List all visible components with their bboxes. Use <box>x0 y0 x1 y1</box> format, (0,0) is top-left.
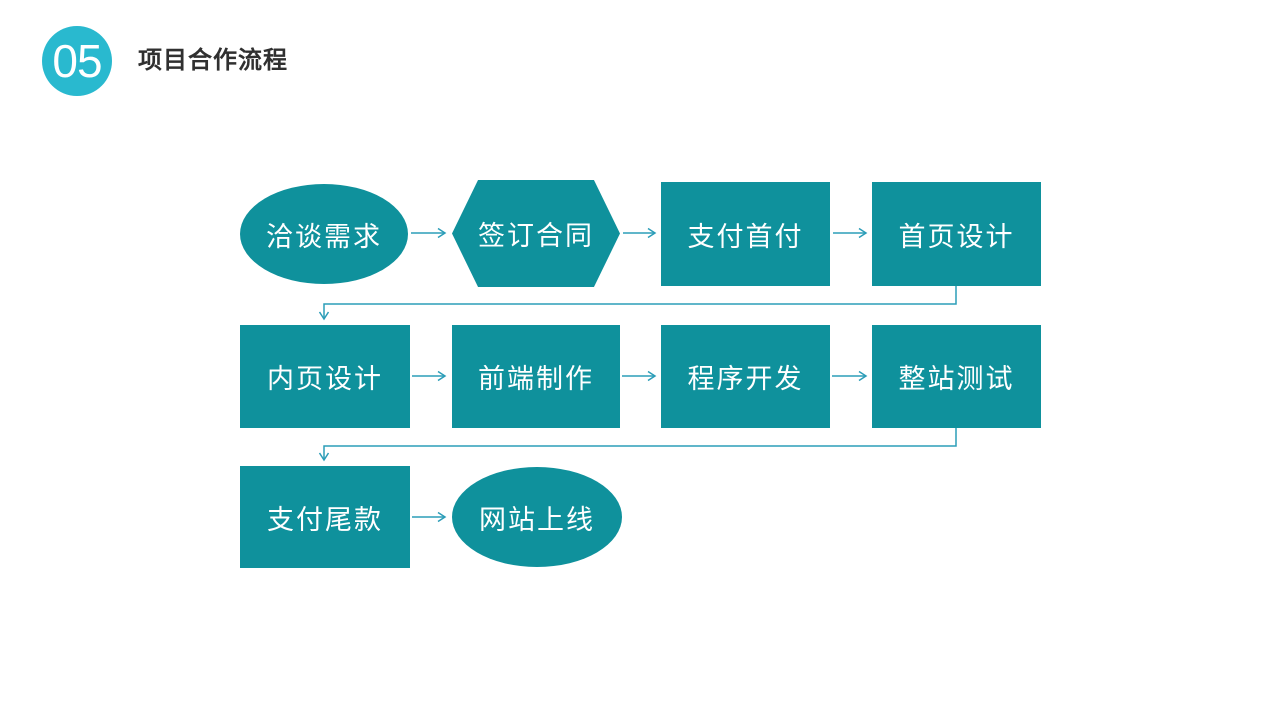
flow-node-label: 首页设计 <box>898 221 1015 252</box>
section-number-badge: 05 <box>42 26 112 96</box>
flow-node-label: 整站测试 <box>898 364 1015 394</box>
flow-node-frontend-build: 前端制作 <box>452 325 620 428</box>
flow-node-site-testing: 整站测试 <box>872 325 1041 428</box>
flow-node-innerpage-design: 内页设计 <box>240 325 410 428</box>
flow-node-homepage-design: 首页设计 <box>872 182 1041 286</box>
slide-title: 项目合作流程 <box>138 47 288 74</box>
flow-node-pay-balance: 支付尾款 <box>240 466 410 568</box>
section-number: 05 <box>52 35 102 87</box>
flow-node-label: 支付尾款 <box>267 504 383 535</box>
flow-node-label: 网站上线 <box>479 504 595 535</box>
flow-node-pay-deposit: 支付首付 <box>661 182 830 286</box>
flow-node-label: 签订合同 <box>478 221 594 251</box>
flow-node-label: 前端制作 <box>478 364 594 394</box>
elbow-testing-to-balance <box>318 428 957 462</box>
flow-node-program-dev: 程序开发 <box>661 325 830 428</box>
flow-node-site-launch: 网站上线 <box>452 467 622 567</box>
flow-node-negotiate: 洽谈需求 <box>240 184 408 284</box>
flow-node-label: 内页设计 <box>267 364 383 394</box>
flow-node-sign-contract: 签订合同 <box>452 180 620 287</box>
flow-node-label: 支付首付 <box>687 221 804 252</box>
elbow-homepage-to-innerpage <box>318 286 957 321</box>
flow-node-label: 洽谈需求 <box>266 221 382 252</box>
flow-node-label: 程序开发 <box>687 364 804 394</box>
